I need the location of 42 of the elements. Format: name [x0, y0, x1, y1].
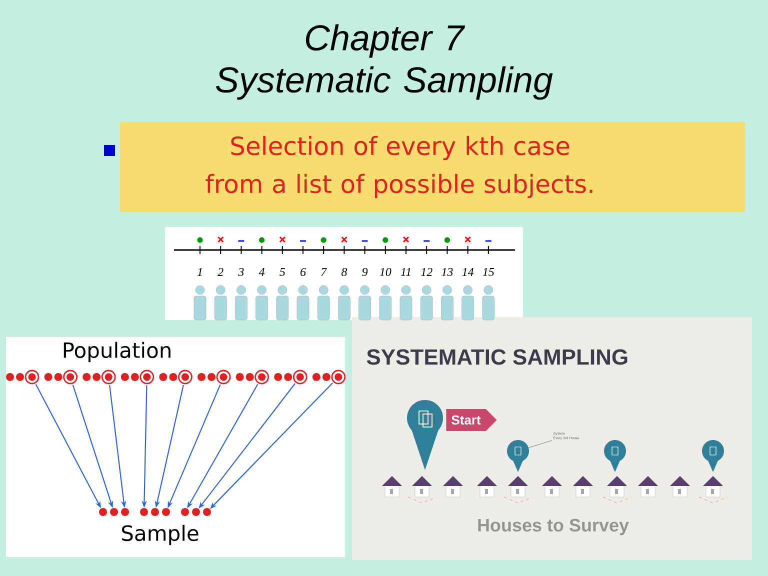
number-label: 8: [341, 268, 348, 276]
highlight-band: Selection of every kth case from a list of possible subjects.: [120, 122, 745, 212]
number-label: 12: [421, 268, 432, 276]
leader-line: [528, 440, 552, 448]
selected-dot: [178, 370, 192, 384]
start-tag: Start: [446, 409, 497, 431]
pin-icon: [507, 440, 529, 472]
selected-dot: [24, 370, 40, 384]
slide-title: Chapter 7 Systematic Sampling: [216, 24, 553, 100]
panel-caption: Houses to Survey: [478, 518, 629, 536]
number-label: 4: [258, 268, 265, 276]
sample-dot: [181, 508, 189, 516]
selected-dot: [292, 370, 308, 384]
selected-dot: [101, 370, 116, 384]
sample-dot: [203, 508, 211, 516]
number-label: 14: [462, 268, 474, 276]
number-label: 5: [280, 268, 286, 276]
number-label: 2: [218, 268, 224, 276]
selected-dot: [216, 370, 231, 384]
number-label: 10: [380, 268, 392, 276]
number-label: 15: [482, 268, 494, 276]
panel-heading: SYSTEMATIC SAMPLING: [366, 349, 628, 365]
selected-dot: [331, 370, 346, 384]
selected-dot: [63, 370, 78, 384]
sample-dot: [192, 508, 200, 516]
number-label: 6: [300, 268, 306, 276]
sample-label: Sample: [122, 524, 198, 546]
number-label: 1: [197, 268, 202, 276]
sample-dot: [162, 508, 170, 516]
number-label: 9: [362, 268, 368, 276]
sample-dot: [121, 508, 129, 516]
sample-dot: [99, 508, 107, 516]
sample-dot: [140, 508, 148, 516]
number-label: 7: [321, 268, 328, 276]
selected-dot: [140, 370, 154, 384]
number-label: 3: [238, 268, 244, 276]
number-label: 13: [442, 268, 453, 276]
population-label: Population: [64, 342, 170, 362]
sample-dot: [110, 508, 118, 516]
number-label: 11: [400, 268, 410, 276]
sample-dot: [151, 508, 159, 516]
selected-dot: [254, 370, 269, 384]
